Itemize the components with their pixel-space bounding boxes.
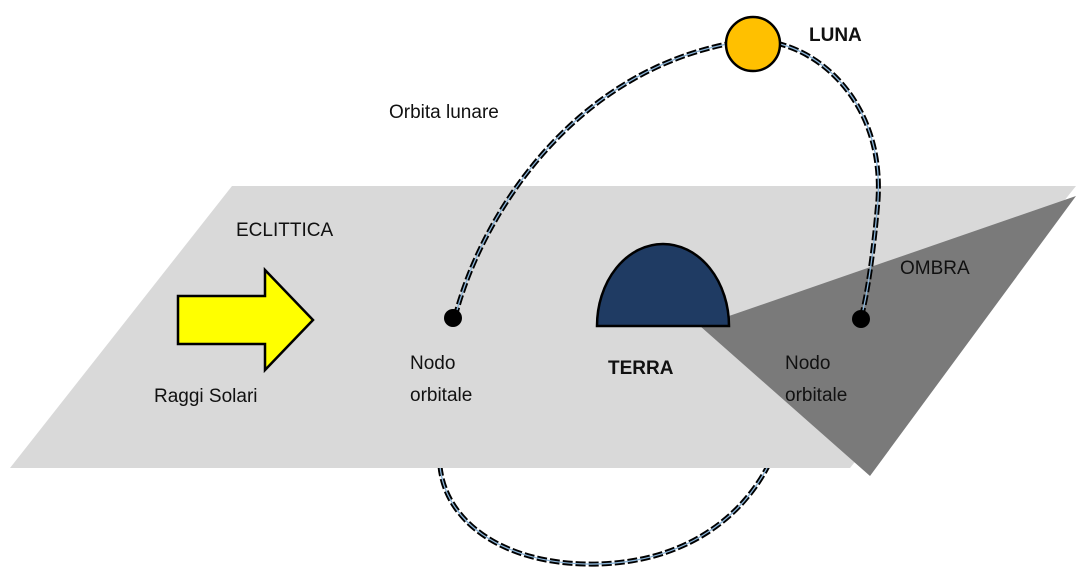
moon-label: LUNA — [809, 25, 862, 46]
ecliptic-label: ECLITTICA — [236, 220, 333, 241]
sun-rays-arrow — [176, 266, 315, 374]
node-right-label-line2: orbitale — [785, 385, 847, 406]
earth — [595, 242, 731, 328]
orbital-node-right — [852, 310, 870, 328]
node-right-label-line1: Nodo — [785, 353, 830, 374]
shadow-cone — [700, 196, 1076, 476]
moon — [724, 15, 782, 73]
orbit-lower-arc — [437, 464, 771, 567]
shadow-label: OMBRA — [900, 258, 970, 279]
orbit-label: Orbita lunare — [389, 102, 499, 123]
node-left-label-line2: orbitale — [410, 385, 472, 406]
sun-rays-label: Raggi Solari — [154, 386, 258, 407]
orbital-node-left — [444, 309, 462, 327]
node-left-label-line1: Nodo — [410, 353, 455, 374]
earth-label: TERRA — [608, 358, 674, 379]
